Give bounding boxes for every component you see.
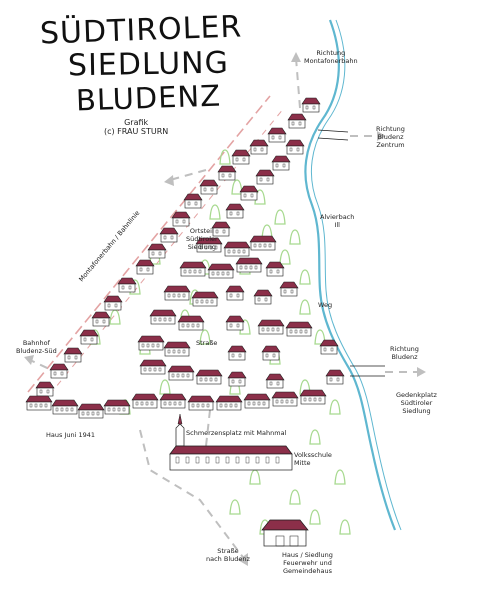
label-middle: Ortsteil Südtiroler Siedlung: [186, 227, 218, 251]
label-school: Volksschule Mitte: [294, 451, 332, 467]
credit-line-1: Grafik: [124, 118, 149, 127]
label-top-right-road: Richtung Montafonerbahn: [304, 49, 358, 65]
school-building: [169, 413, 293, 471]
label-far-left: Bahnhof Bludenz-Süd: [16, 339, 57, 355]
river: [304, 19, 397, 531]
road-arrows: [29, 57, 420, 561]
title-line-1: SÜDTIROLER: [39, 9, 243, 52]
railway-line: [27, 95, 271, 393]
label-bottom-building: Haus / Siedlung Feuerwehr und Gemeindeha…: [282, 551, 333, 575]
title-line-2: SIEDLUNG: [67, 45, 230, 84]
trees: [89, 149, 351, 535]
houses-inner: [137, 139, 345, 389]
title-line-3: BLUDENZ: [75, 78, 222, 118]
arrow-heads: [24, 52, 426, 566]
label-bottom-left: Haus Juni 1941: [46, 431, 96, 439]
label-small-right: Weg: [318, 301, 333, 309]
credit: Grafik (c) FRAU STURN: [104, 118, 168, 136]
credit-line-2: (c) FRAU STURN: [104, 127, 169, 137]
label-right-bottom: Gedenkplatz Südtiroler Siedlung: [396, 391, 437, 415]
bottom-building: [261, 519, 309, 547]
houses-bottom-row: [25, 389, 327, 419]
label-bottom-center: Schmerzensplatz mit Mahnmal: [186, 429, 287, 437]
label-right-arrow-mid: Richtung Bludenz: [390, 345, 419, 361]
label-mid-small: Straße: [196, 339, 218, 347]
bridge-top: [317, 129, 349, 141]
bridge-mid: [350, 365, 385, 377]
label-right-arrow-top: Richtung Bludenz Zentrum: [376, 125, 405, 149]
label-river: Alvierbach Ill: [320, 213, 355, 229]
label-bottom-road: Straße nach Bludenz: [206, 547, 250, 563]
